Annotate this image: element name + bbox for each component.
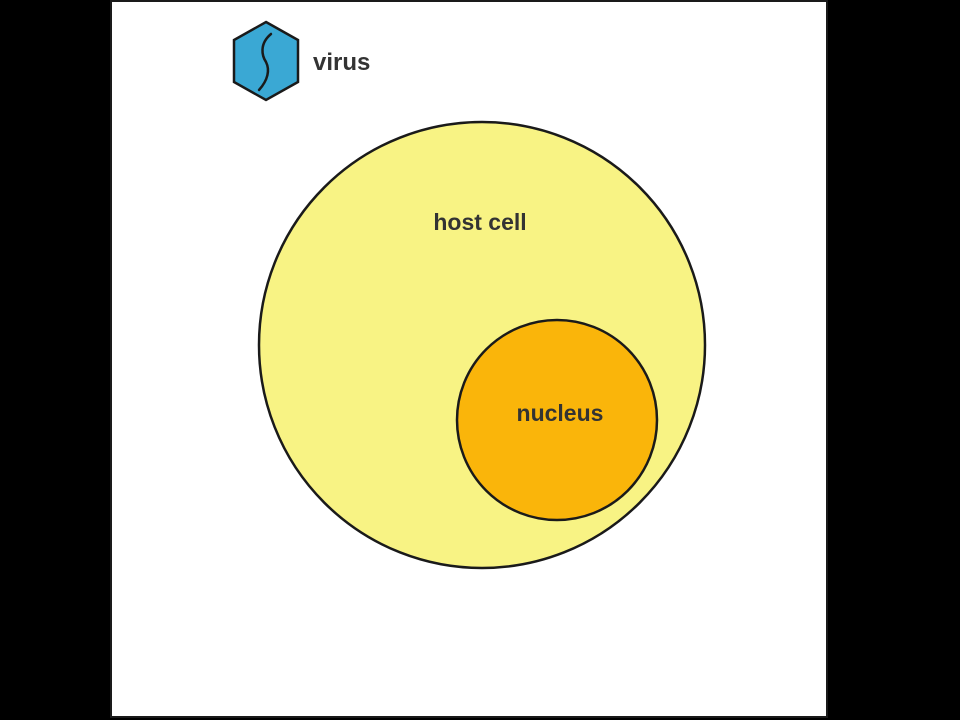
virus-icon: [232, 20, 300, 102]
nucleus-shape: [455, 318, 659, 522]
host-cell-label: host cell: [433, 209, 526, 235]
nucleus-label: nucleus: [517, 400, 604, 426]
virus-label: virus: [313, 49, 370, 76]
host-cell-membrane: [257, 120, 707, 570]
virus-genome-strand: [257, 32, 273, 92]
